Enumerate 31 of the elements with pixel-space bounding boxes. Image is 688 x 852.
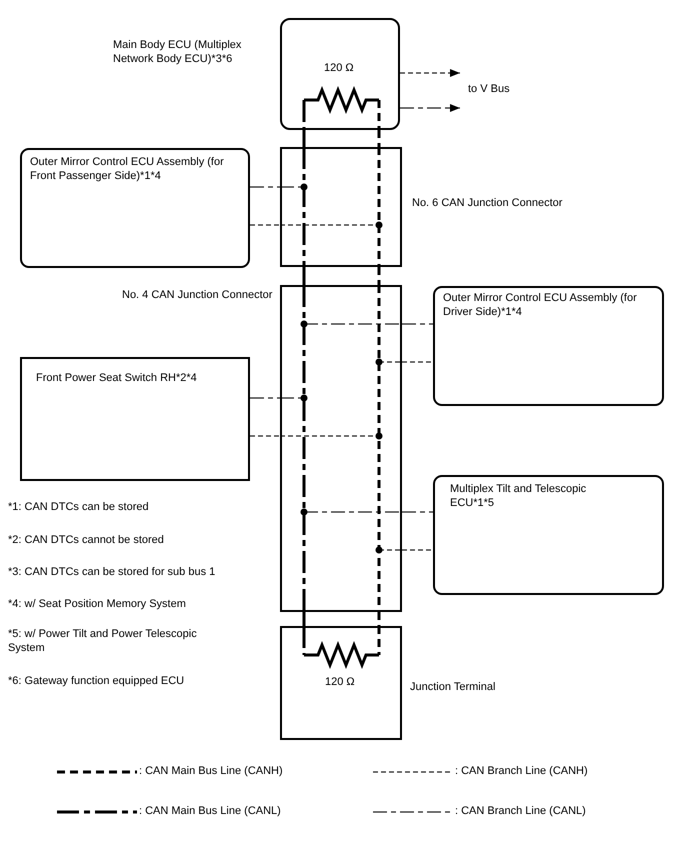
ecu-label: Outer Mirror Control ECU Assembly (for Driver Side)*1*4 (443, 291, 638, 319)
resistance-value: 120 Ω (325, 675, 355, 689)
connection-line (378, 267, 380, 285)
connection-line (250, 186, 280, 188)
footnote: *5: w/ Power Tilt and Power Telescopic System (8, 627, 198, 655)
legend-label: : CAN Branch Line (CANH) (455, 764, 588, 778)
ecu-label: Multiplex Tilt and Telescopic ECU*1*5 (450, 482, 588, 510)
footnote: *6: Gateway function equipped ECU (8, 674, 186, 688)
footnote: *2: CAN DTCs cannot be stored (8, 533, 165, 547)
connection-line (378, 612, 380, 626)
connection-line (302, 612, 306, 626)
connection-line (378, 130, 380, 147)
resistance-value: 120 Ω (324, 61, 354, 75)
legend-label: : CAN Main Bus Line (CANH) (139, 764, 283, 778)
legend-label: : CAN Main Bus Line (CANL) (139, 804, 281, 818)
footnote: *4: w/ Seat Position Memory System (8, 597, 187, 611)
connector-label: No. 4 CAN Junction Connector (122, 288, 272, 302)
connector-label: No. 6 CAN Junction Connector (412, 196, 562, 210)
footnote: *1: CAN DTCs can be stored (8, 500, 150, 514)
connection-line (302, 267, 306, 285)
terminal-label: Junction Terminal (410, 680, 496, 694)
arrow (400, 104, 460, 112)
ecu-label: Main Body ECU (Multiplex Network Body ECU)*3*6 (113, 38, 242, 66)
ecu-label: Outer Mirror Control ECU Assembly (for Front Passenger Side)*1*4 (30, 155, 225, 183)
footnote: *3: CAN DTCs can be stored for sub bus 1 (8, 565, 216, 579)
switch-label: Front Power Seat Switch RH*2*4 (36, 371, 197, 385)
legend-label: : CAN Branch Line (CANL) (455, 804, 586, 818)
connection-line (302, 130, 306, 147)
connection-line (250, 224, 280, 226)
arrow (400, 69, 460, 77)
bus-label: to V Bus (468, 82, 510, 96)
